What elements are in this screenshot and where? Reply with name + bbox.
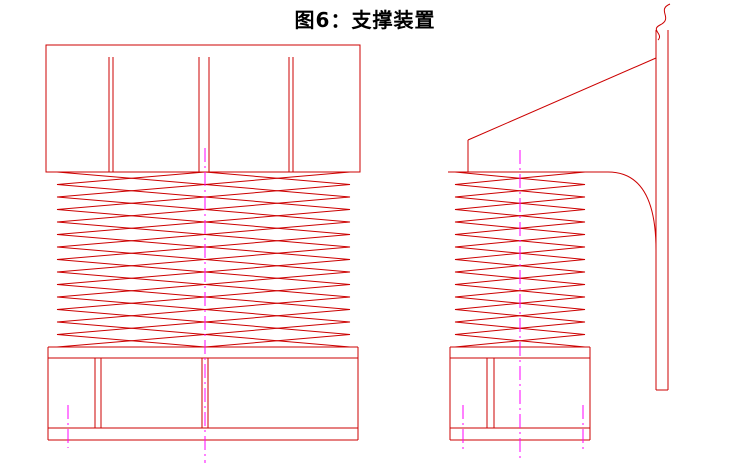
spring-coil-strand <box>56 171 206 348</box>
side-springs <box>454 171 586 348</box>
front-springs <box>56 171 351 348</box>
side-view <box>448 3 671 441</box>
gusset-bracket <box>448 57 657 251</box>
base-plate <box>47 346 359 441</box>
spring-coil-strand <box>204 171 351 348</box>
figure-title: 图6：支撑装置 <box>294 8 436 32</box>
spring-coil-strand <box>56 171 206 348</box>
top-plate <box>45 44 361 173</box>
break-line-symbol <box>655 3 671 41</box>
centerlines <box>67 148 584 463</box>
wall-plate <box>655 3 671 391</box>
spring-coil-strand <box>454 171 586 348</box>
fillet-arc <box>607 171 657 251</box>
spring-coil-strand <box>454 171 586 348</box>
front-view <box>45 44 361 441</box>
top-plate-outline <box>45 44 361 173</box>
spring-coil-strand <box>204 171 351 348</box>
gusset-diagonal <box>467 57 657 141</box>
